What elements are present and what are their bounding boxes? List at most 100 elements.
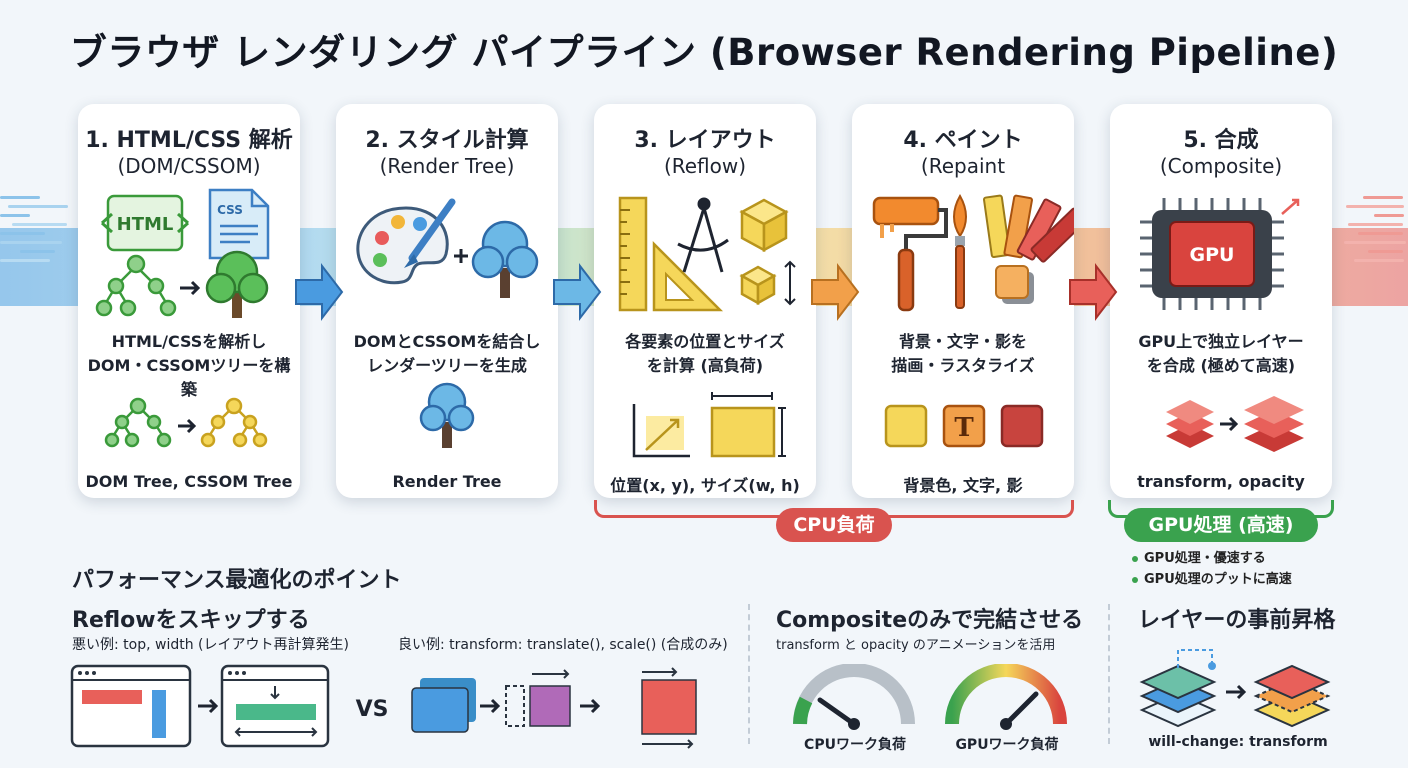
set-square-icon: [652, 240, 724, 312]
stage-description-line: DOM・CSSOMツリーを構築: [87, 356, 291, 399]
section-divider: [748, 604, 750, 744]
stage-footer: transform, opacity: [1137, 472, 1305, 491]
translating-layer-icon: [505, 669, 571, 727]
layout-illustration: [618, 196, 796, 458]
vs-label: VS: [356, 697, 389, 722]
stage-description-line: DOMとCSSOMを結合し: [353, 332, 541, 351]
render-tree-icon: [471, 220, 539, 298]
stage-subtitle: (Reflow): [663, 154, 747, 178]
layer-promotion-illustration: [1139, 649, 1331, 728]
stage-title: 1. HTML/CSS 解析: [85, 128, 293, 153]
stage-title: 4. ペイント: [903, 128, 1023, 153]
stage-title: 3. レイアウト: [634, 128, 776, 153]
stage-card-layout: 3. レイアウト (Reflow): [594, 104, 816, 498]
stage-description-line: を計算 (高負荷): [646, 356, 764, 375]
will-change-caption: will-change: transform: [1148, 734, 1328, 750]
ruler-icon: [618, 196, 648, 312]
stage-subtitle: (DOM/CSSOM): [117, 154, 261, 178]
background-color-swatch: [884, 404, 928, 448]
gpu-note-text: GPU処理のプットに高速: [1144, 572, 1292, 587]
gpu-chip-label: GPU: [1190, 244, 1235, 266]
stage-description-line: GPU上で独立レイヤー: [1138, 332, 1304, 351]
compass-icon: [677, 197, 729, 273]
stage-description: HTML/CSSを解析し DOM・CSSOMツリーを構築: [84, 330, 294, 402]
gpu-badge: GPU処理 (高速): [1124, 508, 1318, 542]
left-speed-lines: [0, 190, 70, 350]
bad-example-text: 悪い例: top, width (レイアウト再計算発生): [72, 637, 349, 653]
cpu-gauge-label: CPUワーク負荷: [804, 737, 906, 753]
gpu-chip-icon: GPU: [1140, 198, 1300, 310]
flow-arrow-1-icon: [295, 263, 344, 321]
stage-title: 2. スタイル計算: [365, 128, 529, 153]
dom-tree-small-icon: [104, 397, 172, 448]
gpu-note: GPU処理のプットに高速: [1132, 568, 1292, 587]
gpu-gauge-label: GPUワーク負荷: [955, 737, 1059, 753]
stage-card-parse: 1. HTML/CSS 解析 (DOM/CSSOM) HTML CSS: [78, 104, 300, 498]
layer-stack-before-icon: [1166, 400, 1214, 448]
reflow-comparison-illustration: VS: [70, 664, 697, 749]
flow-arrow-3-icon: [811, 263, 860, 321]
size-box-icon: [710, 392, 786, 458]
coordinate-graph-icon: [632, 404, 690, 458]
stage-description-line: HTML/CSSを解析し: [111, 332, 267, 351]
cube-small-icon: [739, 260, 796, 306]
stage-footer: 背景色, 文字, 影: [903, 476, 1023, 495]
stage-card-style: 2. スタイル計算 (Render Tree) DOMとCSSOMを結合し レン…: [336, 104, 558, 498]
stage-description-line: 各要素の位置とサイズ: [625, 332, 785, 351]
paint-roller-icon: [872, 196, 948, 312]
stage-description: GPU上で独立レイヤー を合成 (極めて高速): [1116, 330, 1326, 378]
style-calc-illustration: [356, 198, 539, 448]
dom-tree-icon: [95, 254, 177, 317]
gpu-note-text: GPU処理・優速する: [1144, 551, 1266, 566]
paint-layer-icon: [995, 265, 1034, 304]
arrow-icon: [178, 418, 197, 434]
stage-description-line: レンダーツリーを生成: [367, 356, 527, 375]
stage-description-line: 背景・文字・影を: [898, 332, 1027, 351]
stage-description: 各要素の位置とサイズ を計算 (高負荷): [600, 330, 810, 378]
stage-card-composite: 5. 合成 (Composite) GPU GPU上で独立レイヤー を合成 (極…: [1110, 104, 1332, 498]
layer-stack-after-icon: [1244, 396, 1304, 452]
cssom-tree-icon: [205, 250, 269, 318]
flow-arrow-4-icon: [1069, 263, 1118, 321]
browser-window-before-icon: [70, 664, 192, 748]
layer-promotion-heading: レイヤーの事前昇格: [1138, 608, 1336, 633]
arrow-icon: [1220, 416, 1239, 432]
paint-illustration: T: [872, 193, 1074, 448]
css-file-icon: CSS: [208, 188, 270, 260]
stage-card-paint: 4. ペイント (Repaint T 背景・文字・影を 描画・: [852, 104, 1074, 498]
layer-stack-promoted-icon: [1253, 664, 1331, 728]
composite-illustration: GPU: [1140, 198, 1304, 452]
color-swatch-icon: [982, 194, 1074, 263]
browser-window-after-icon: [220, 664, 330, 748]
cpu-gauge-icon: [793, 664, 915, 730]
palette-icon: [356, 198, 456, 285]
html-icon-label: HTML: [117, 214, 174, 235]
bullet-icon: [1132, 576, 1138, 583]
cpu-load-badge: CPU負荷: [776, 508, 892, 542]
arrow-icon: [480, 698, 501, 714]
arrow-icon: [1226, 684, 1247, 700]
css-icon-label: CSS: [217, 203, 243, 217]
arrow-icon: [180, 280, 201, 296]
page-title: ブラウザ レンダリング パイプライン (Browser Rendering Pi…: [69, 31, 1339, 74]
right-speed-lines: [1338, 190, 1408, 350]
layer-cards-icon: [411, 678, 476, 733]
render-tree-small-icon: [419, 382, 475, 448]
text-swatch-label: T: [954, 413, 974, 443]
html-file-icon: HTML: [100, 194, 190, 252]
shadow-swatch: [1000, 404, 1044, 448]
scaled-layer-icon: [641, 667, 697, 749]
stage-subtitle: (Composite): [1159, 154, 1283, 178]
cssom-tree-small-icon: [200, 397, 268, 448]
gpu-note: GPU処理・優速する: [1132, 547, 1266, 566]
stage-description: 背景・文字・影を 描画・ラスタライズ: [858, 330, 1068, 378]
composite-only-subtext: transform と opacity のアニメーションを活用: [776, 638, 1056, 653]
stage-description-line: を合成 (極めて高速): [1146, 356, 1296, 375]
stage-title: 5. 合成: [1183, 128, 1259, 153]
text-swatch: [942, 404, 986, 448]
paint-brush-icon: [953, 193, 967, 309]
stage-subtitle: (Repaint: [920, 154, 1006, 178]
promotion-path-icon: [1177, 649, 1213, 668]
good-example-text: 良い例: transform: translate(), scale() (合成…: [398, 637, 728, 653]
stage-description-line: 描画・ラスタライズ: [891, 356, 1035, 375]
